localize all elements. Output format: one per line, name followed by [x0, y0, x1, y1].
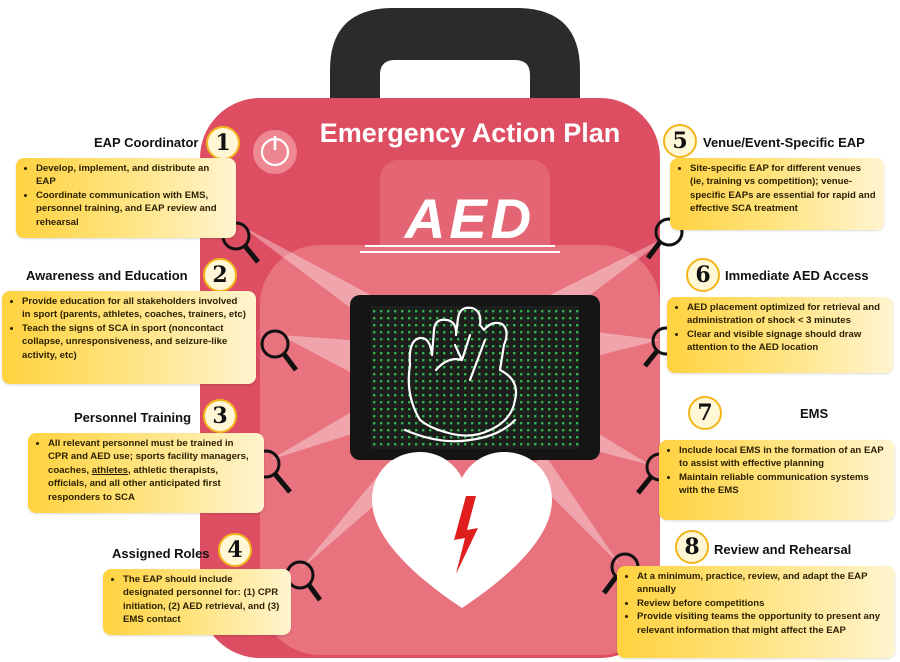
section-7-title: EMS [800, 406, 829, 421]
device-label: AED [404, 187, 536, 250]
section-5-item: Site-specific EAP for different venues (… [690, 162, 876, 216]
section-1-number: 1 [206, 126, 240, 160]
section-3-item: All relevant personnel must be trained i… [48, 437, 256, 504]
section-8-item: Provide visiting teams the opportunity t… [637, 610, 887, 637]
device-top-inner [380, 160, 550, 270]
section-1-callout: Develop, implement, and distribute an EA… [16, 158, 236, 238]
section-3-number: 3 [203, 399, 237, 433]
section-7-item: Maintain reliable communication systems … [679, 471, 887, 498]
section-5-callout: Site-specific EAP for different venues (… [670, 158, 884, 230]
section-6-title: Immediate AED Access [725, 268, 869, 283]
cpr-hands-icon [403, 306, 518, 443]
section-4-title: Assigned Roles [112, 546, 210, 561]
section-8-callout: At a minimum, practice, review, and adap… [617, 566, 895, 658]
section-7-number: 7 [688, 396, 722, 430]
section-4-callout: The EAP should include designated person… [103, 569, 291, 635]
section-6-number: 6 [686, 258, 720, 292]
section-6-item: AED placement optimized for retrieval an… [687, 301, 885, 328]
section-4-item: The EAP should include designated person… [123, 573, 283, 627]
section-1-item: Develop, implement, and distribute an EA… [36, 162, 228, 189]
section-8-number: 8 [675, 530, 709, 564]
section-3-title: Personnel Training [74, 410, 192, 425]
section-4-number: 4 [218, 533, 252, 567]
section-8-item: Review before competitions [637, 597, 887, 610]
lightning-bolt-icon [454, 496, 478, 574]
section-2-callout: Provide education for all stakeholders i… [2, 291, 256, 384]
section-8-title: Review and Rehearsal [714, 542, 852, 557]
section-6-callout: AED placement optimized for retrieval an… [667, 297, 893, 373]
section-2-title: Awareness and Education [26, 268, 188, 283]
section-7-item: Include local EMS in the formation of an… [679, 444, 887, 471]
section-7-callout: Include local EMS in the formation of an… [659, 440, 895, 520]
section-1-item: Coordinate communication with EMS, perso… [36, 189, 228, 229]
section-1-title: EAP Coordinator [94, 135, 199, 150]
section-6-item: Clear and visible signage should draw at… [687, 328, 885, 355]
power-icon [253, 130, 297, 174]
section-5-number: 5 [663, 124, 697, 158]
section-2-number: 2 [203, 258, 237, 292]
section-3-callout: All relevant personnel must be trained i… [28, 433, 264, 513]
section-8-item: At a minimum, practice, review, and adap… [637, 570, 887, 597]
section-2-item: Provide education for all stakeholders i… [22, 295, 248, 322]
handle [330, 8, 580, 110]
section-2-item: Teach the signs of SCA in sport (noncont… [22, 322, 248, 362]
page-title: Emergency Action Plan [319, 118, 621, 148]
section-5-title: Venue/Event-Specific EAP [703, 135, 865, 150]
